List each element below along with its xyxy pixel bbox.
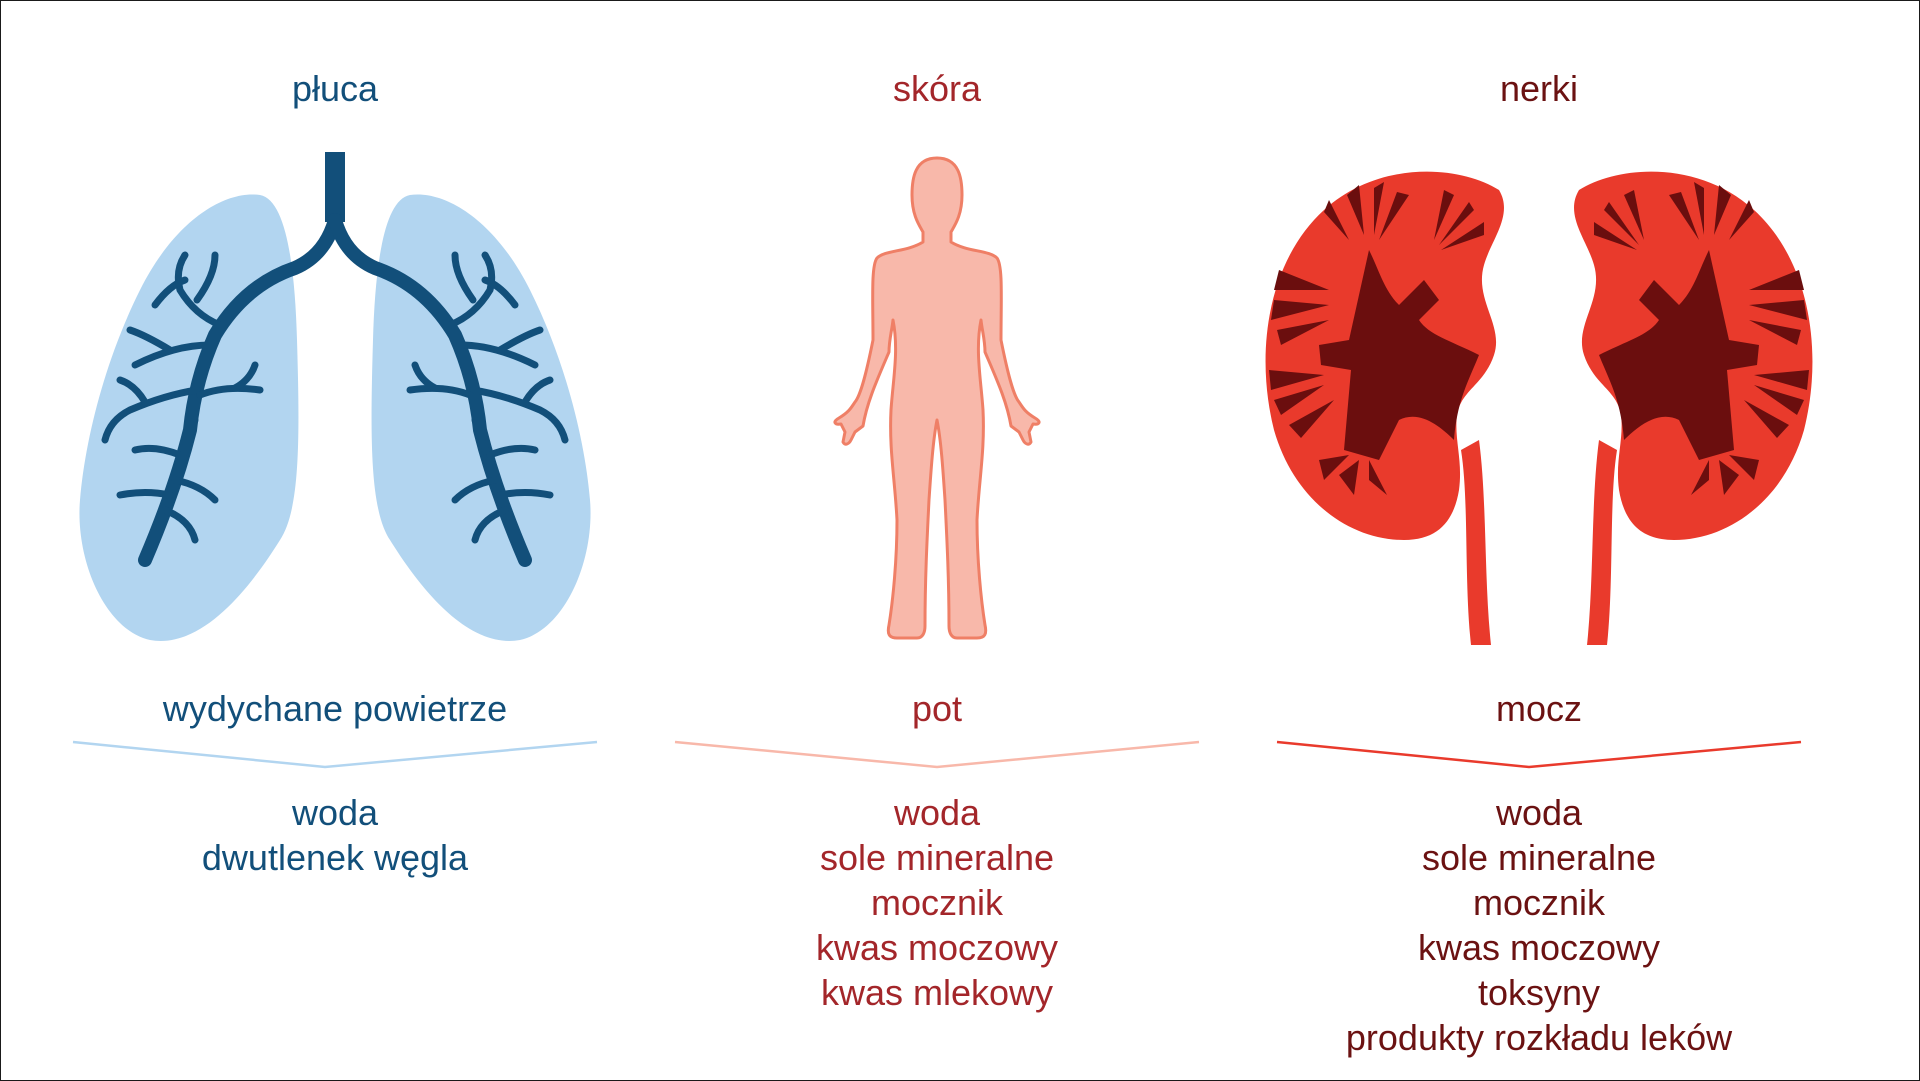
list-item: sole mineralne — [1421, 837, 1657, 878]
skin-substance-list: woda sole mineralne mocznik kwas moczowy… — [627, 790, 1247, 1015]
lungs-substance-list: woda dwutlenek węgla — [25, 790, 645, 880]
bronchial-tree — [101, 152, 569, 567]
list-item: woda — [893, 792, 981, 833]
kidneys-output: mocz — [1495, 688, 1582, 729]
list-item: produkty rozkładu leków — [1345, 1017, 1733, 1058]
left-kidney — [1265, 171, 1504, 645]
list-item: kwas mlekowy — [820, 972, 1054, 1013]
skin-title: skóra — [892, 68, 982, 109]
lungs-icon — [79, 152, 591, 641]
lungs-output: wydychane powietrze — [162, 688, 508, 729]
right-kidney — [1574, 171, 1813, 645]
list-item: woda — [1495, 792, 1583, 833]
kidneys-divider — [1276, 740, 1802, 769]
list-item: sole mineralne — [819, 837, 1055, 878]
kidneys-title: nerki — [1499, 68, 1579, 109]
lungs-title: płuca — [291, 68, 379, 109]
list-item: kwas moczowy — [815, 927, 1059, 968]
kidneys-column: nerki — [1229, 0, 1849, 1081]
list-item: woda — [291, 792, 379, 833]
lungs-divider — [72, 740, 598, 769]
list-item: kwas moczowy — [1417, 927, 1661, 968]
human-body-icon — [833, 156, 1041, 640]
list-item: toksyny — [1477, 972, 1601, 1013]
lungs-column: płuca — [25, 0, 645, 1081]
list-item: dwutlenek węgla — [201, 837, 469, 878]
skin-output: pot — [911, 688, 963, 729]
skin-column: skóra pot woda sole mineralne mocznik kw… — [627, 0, 1247, 1081]
list-item: mocznik — [1472, 882, 1606, 923]
body-silhouette — [833, 156, 1041, 640]
list-item: mocznik — [870, 882, 1004, 923]
skin-divider — [674, 740, 1200, 769]
kidneys-substance-list: woda sole mineralne mocznik kwas moczowy… — [1229, 790, 1849, 1060]
kidneys-icon — [1265, 171, 1813, 645]
